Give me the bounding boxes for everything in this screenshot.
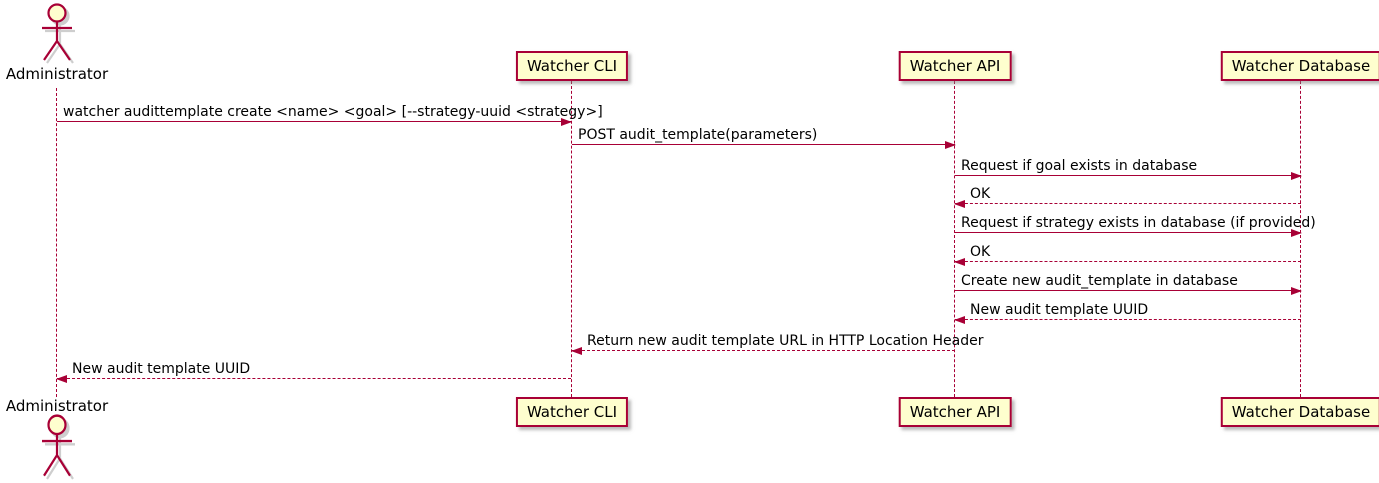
arrowhead-right-icon <box>561 118 572 126</box>
message-post-audit-template: POST audit_template(parameters) <box>572 127 956 149</box>
lifeline-watcher-cli <box>571 81 572 397</box>
message-new-uuid-to-admin: New audit template UUID <box>56 361 571 383</box>
arrowhead-right-icon <box>1291 287 1302 295</box>
message-label: New audit template UUID <box>72 361 251 377</box>
participant-watcher-api-top: Watcher API <box>898 51 1012 81</box>
message-label: POST audit_template(parameters) <box>578 127 818 143</box>
message-label: Create new audit_template in database <box>961 273 1238 289</box>
message-line <box>572 144 955 145</box>
arrowhead-right-icon <box>1291 172 1302 180</box>
message-line <box>955 175 1301 176</box>
lifeline-watcher-api <box>954 81 955 397</box>
message-request-goal-exists: Request if goal exists in database <box>955 158 1302 180</box>
message-return-url-location-header: Return new audit template URL in HTTP Lo… <box>571 333 984 355</box>
message-line <box>955 203 1301 204</box>
message-line <box>955 319 1301 320</box>
message-line <box>57 121 571 122</box>
message-label: OK <box>970 244 991 260</box>
participant-watcher-api-bottom: Watcher API <box>898 397 1012 427</box>
message-label: OK <box>970 186 991 202</box>
lifeline-administrator <box>56 88 57 397</box>
participant-watcher-cli-top: Watcher CLI <box>515 51 629 81</box>
participant-watcher-cli-bottom: Watcher CLI <box>515 397 629 427</box>
message-line <box>572 350 955 351</box>
actor-icon <box>42 414 75 480</box>
actor-label-bottom: Administrator <box>5 397 109 415</box>
message-label: Request if strategy exists in database (… <box>961 215 1316 231</box>
message-new-uuid-from-db: New audit template UUID <box>954 302 1301 324</box>
arrowhead-right-icon <box>1291 229 1302 237</box>
arrowhead-left-icon <box>954 258 965 266</box>
lifeline-watcher-database <box>1300 81 1301 397</box>
arrowhead-left-icon <box>954 316 965 324</box>
message-line <box>955 261 1301 262</box>
message-create-audit-template-db: Create new audit_template in database <box>955 273 1302 295</box>
message-create-audittemplate: watcher audittemplate create <name> <goa… <box>57 104 603 126</box>
arrowhead-right-icon <box>945 141 956 149</box>
participant-watcher-database-top: Watcher Database <box>1220 51 1379 81</box>
message-ok-strategy: OK <box>954 244 1301 266</box>
message-request-strategy-exists: Request if strategy exists in database (… <box>955 215 1316 237</box>
actor-icon <box>42 3 75 64</box>
participant-watcher-database-bottom: Watcher Database <box>1220 397 1379 427</box>
arrowhead-left-icon <box>954 200 965 208</box>
message-ok-goal: OK <box>954 186 1301 208</box>
actor-label-top: Administrator <box>5 65 109 83</box>
message-label: Return new audit template URL in HTTP Lo… <box>587 333 984 349</box>
message-line <box>955 232 1301 233</box>
message-line <box>57 378 571 379</box>
arrowhead-left-icon <box>56 375 67 383</box>
message-label: watcher audittemplate create <name> <goa… <box>63 104 603 120</box>
arrowhead-left-icon <box>571 347 582 355</box>
message-label: Request if goal exists in database <box>961 158 1198 174</box>
message-label: New audit template UUID <box>970 302 1149 318</box>
message-line <box>955 290 1301 291</box>
